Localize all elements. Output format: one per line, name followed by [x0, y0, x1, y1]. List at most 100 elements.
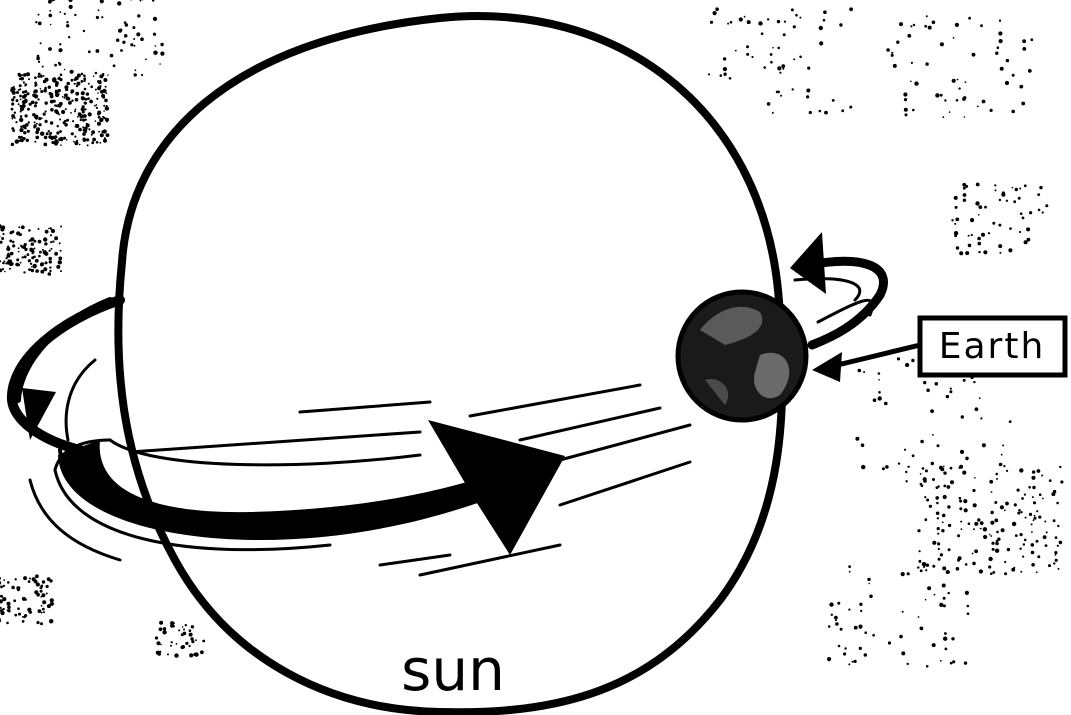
- star-speck: [1059, 541, 1063, 545]
- star-speck: [958, 87, 960, 89]
- star-speck: [39, 251, 42, 254]
- star-speck: [943, 597, 946, 600]
- star-speck: [959, 251, 963, 255]
- star-speck: [976, 183, 980, 187]
- star-speck: [51, 141, 54, 144]
- star-speck: [7, 581, 10, 584]
- star-speck: [71, 79, 74, 82]
- star-speck: [954, 223, 956, 225]
- star-speck: [81, 80, 84, 83]
- star-speck: [19, 233, 22, 236]
- star-speck: [89, 100, 93, 104]
- star-speck: [0, 607, 2, 609]
- star-speck: [1031, 543, 1035, 547]
- star-speck: [23, 73, 27, 77]
- star-speck: [923, 566, 925, 568]
- star-speck: [38, 240, 42, 244]
- star-speck: [995, 473, 998, 476]
- star-speck: [0, 581, 1, 585]
- star-speck: [943, 485, 946, 488]
- star-speck: [49, 270, 51, 272]
- star-speck: [1056, 502, 1059, 505]
- star-speck: [891, 54, 894, 57]
- star-speck: [6, 602, 10, 606]
- star-speck: [975, 407, 979, 411]
- star-speck: [95, 120, 97, 122]
- star-speck: [999, 199, 1001, 201]
- star-speck: [999, 463, 1003, 467]
- star-speck: [189, 633, 193, 637]
- star-speck: [83, 30, 85, 32]
- star-speck: [1058, 568, 1060, 570]
- star-speck: [18, 73, 21, 76]
- star-speck: [954, 196, 958, 200]
- star-speck: [965, 563, 968, 566]
- star-speck: [795, 14, 798, 17]
- star-speck: [0, 260, 1, 262]
- star-speck: [96, 16, 99, 19]
- star-speck: [99, 142, 101, 144]
- star-speck: [935, 496, 939, 500]
- star-speck: [923, 381, 926, 384]
- star-speck: [819, 41, 823, 45]
- star-speck: [1055, 559, 1058, 562]
- star-speck: [1001, 454, 1003, 456]
- star-speck: [134, 73, 137, 76]
- star-speck: [18, 226, 20, 228]
- star-speck: [124, 34, 128, 38]
- star-speck: [46, 593, 48, 595]
- star-speck: [1002, 444, 1004, 446]
- star-speck: [946, 395, 949, 398]
- star-speck: [1025, 517, 1027, 519]
- star-speck: [30, 263, 32, 265]
- star-speck: [1027, 238, 1031, 242]
- star-speck: [978, 242, 982, 246]
- star-speck: [189, 653, 193, 657]
- star-speck: [1031, 523, 1033, 525]
- star-speck: [18, 613, 21, 616]
- star-speck: [961, 528, 963, 530]
- star-speck: [170, 645, 172, 647]
- star-speck: [190, 637, 193, 640]
- star-speck: [82, 126, 84, 128]
- star-speck: [103, 129, 107, 133]
- star-speck: [105, 107, 107, 109]
- star-speck: [965, 457, 969, 461]
- star-speck: [950, 480, 954, 484]
- star-speck: [920, 440, 924, 444]
- star-speck: [961, 415, 964, 418]
- star-speck: [37, 583, 40, 586]
- star-speck: [819, 110, 822, 113]
- star-speck: [28, 268, 31, 271]
- star-speck: [103, 105, 105, 107]
- star-speck: [723, 67, 727, 71]
- star-speck: [899, 22, 903, 26]
- star-speck: [1031, 531, 1033, 533]
- star-speck: [747, 20, 751, 24]
- star-speck: [21, 74, 23, 76]
- earth-label: Earth: [939, 326, 1046, 367]
- star-speck: [35, 21, 37, 23]
- star-speck: [907, 466, 909, 468]
- star-speck: [974, 522, 978, 526]
- star-speck: [849, 7, 853, 11]
- star-speck: [937, 517, 939, 519]
- star-speck: [35, 269, 39, 273]
- star-speck: [1018, 509, 1021, 512]
- star-speck: [55, 253, 57, 255]
- star-speck: [15, 263, 19, 267]
- star-speck: [31, 256, 34, 259]
- star-speck: [974, 549, 978, 553]
- star-speck: [22, 256, 24, 258]
- star-speck: [96, 141, 99, 144]
- star-speck: [1022, 556, 1024, 558]
- star-speck: [55, 84, 58, 87]
- star-speck: [932, 541, 936, 545]
- star-speck: [957, 79, 959, 81]
- star-speck: [720, 74, 723, 77]
- star-speck: [937, 444, 940, 447]
- star-speck: [855, 437, 859, 441]
- star-speck: [854, 660, 857, 663]
- star-speck: [904, 98, 907, 101]
- star-speck: [54, 139, 57, 142]
